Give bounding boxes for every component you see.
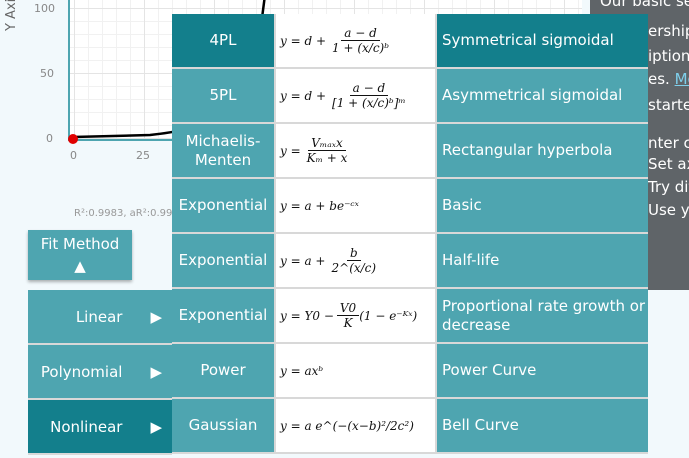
x-tick: 0 xyxy=(70,149,77,162)
x-tick: 25 xyxy=(136,149,150,162)
panel-text: ership xyxy=(648,22,689,40)
menu-item-label: Linear xyxy=(75,307,123,326)
triangle-right-icon: ▶ xyxy=(150,417,162,436)
model-formula: y = a e^(−(x−b)²/2c²) xyxy=(276,399,437,452)
model-name: Michaelis-Menten xyxy=(172,124,276,177)
model-description: Proportional rate growth or decrease xyxy=(437,289,648,342)
formula-text: y = d + xyxy=(280,33,327,48)
formula-text: y = xyxy=(280,143,301,158)
model-description: Bell Curve xyxy=(437,399,648,452)
model-formula: y = d +a − d[1 + (x/c)ᵇ]ᵐ xyxy=(276,69,437,122)
model-name: Exponential xyxy=(172,234,276,287)
formula-text: (1 − e⁻ᴷˣ) xyxy=(359,308,418,323)
menu-item-linear[interactable]: Linear ▶ xyxy=(28,290,172,345)
formula-text: y = d + xyxy=(280,88,327,103)
denominator: 2^(x/c) xyxy=(331,261,377,275)
numerator: Vₘₐₓx xyxy=(308,136,346,151)
model-name: 5PL xyxy=(172,69,276,122)
model-description: Asymmetrical sigmoidal xyxy=(437,69,648,122)
numerator: V0 xyxy=(336,301,360,316)
denominator: Kₘ + x xyxy=(306,151,348,165)
panel-text: iption xyxy=(648,47,689,65)
model-option[interactable]: Exponential y = a + be⁻ᶜˣ Basic xyxy=(172,179,648,234)
data-point xyxy=(68,134,78,144)
triangle-right-icon: ▶ xyxy=(150,307,162,326)
y-tick: 50 xyxy=(40,67,54,80)
numerator: a − d xyxy=(341,26,380,41)
model-description: Half-life xyxy=(437,234,648,287)
formula-text: y = a e^(−(x−b)²/2c²) xyxy=(280,418,414,433)
formula-text: y = a + be⁻ᶜˣ xyxy=(280,198,359,213)
triangle-right-icon: ▶ xyxy=(150,362,162,381)
fit-method-label: Fit Method xyxy=(40,235,120,253)
fit-method-menu: Linear ▶ Polynomial ▶ Nonlinear ▶ xyxy=(28,290,172,455)
more-link[interactable]: Mo xyxy=(674,70,689,88)
menu-item-nonlinear[interactable]: Nonlinear ▶ xyxy=(28,400,172,455)
y-axis-label: Y Axis xyxy=(4,0,20,32)
denominator: [1 + (x/c)ᵇ]ᵐ xyxy=(332,96,406,110)
panel-text: Use yo xyxy=(648,201,689,219)
formula-text: y = axᵇ xyxy=(280,363,324,378)
fit-method-button[interactable]: Fit Method ▲ xyxy=(28,230,132,280)
model-description: Power Curve xyxy=(437,344,648,397)
model-name: 4PL xyxy=(172,14,276,67)
panel-text: es. xyxy=(648,70,675,88)
denominator: 1 + (x/c)ᵇ xyxy=(332,41,390,55)
menu-item-polynomial[interactable]: Polynomial ▶ xyxy=(28,345,172,400)
numerator: b xyxy=(346,246,361,261)
y-tick: 0 xyxy=(46,132,53,145)
y-tick: 100 xyxy=(34,2,55,15)
model-description: Symmetrical sigmoidal xyxy=(437,14,648,67)
panel-text: Set axe xyxy=(648,155,689,173)
model-option[interactable]: Gaussian y = a e^(−(x−b)²/2c²) Bell Curve xyxy=(172,399,648,454)
model-formula: y = axᵇ xyxy=(276,344,437,397)
model-name: Exponential xyxy=(172,179,276,232)
menu-item-label: Polynomial xyxy=(40,362,123,381)
numerator: a − d xyxy=(349,81,389,96)
menu-item-label: Nonlinear xyxy=(50,417,123,436)
denominator: K xyxy=(343,316,353,330)
fit-statistics: R²:0.9983, aR²:0.99 xyxy=(74,208,173,219)
model-formula: y = a + be⁻ᶜˣ xyxy=(276,179,437,232)
formula-text: y = a + xyxy=(280,253,326,268)
model-name: Exponential xyxy=(172,289,276,342)
panel-text: nter c xyxy=(648,134,689,152)
model-option[interactable]: Power y = axᵇ Power Curve xyxy=(172,344,648,399)
panel-text: Our basic se xyxy=(600,0,689,10)
model-name: Power xyxy=(172,344,276,397)
model-name: Gaussian xyxy=(172,399,276,452)
model-description: Basic xyxy=(437,179,648,232)
model-description: Rectangular hyperbola xyxy=(437,124,648,177)
formula-fraction: a − d[1 + (x/c)ᵇ]ᵐ xyxy=(329,81,409,110)
panel-text: starte xyxy=(648,96,689,114)
triangle-up-icon: ▲ xyxy=(74,257,86,275)
formula-text: y = Y0 − xyxy=(280,308,334,323)
panel-text: Try diff xyxy=(648,178,689,196)
